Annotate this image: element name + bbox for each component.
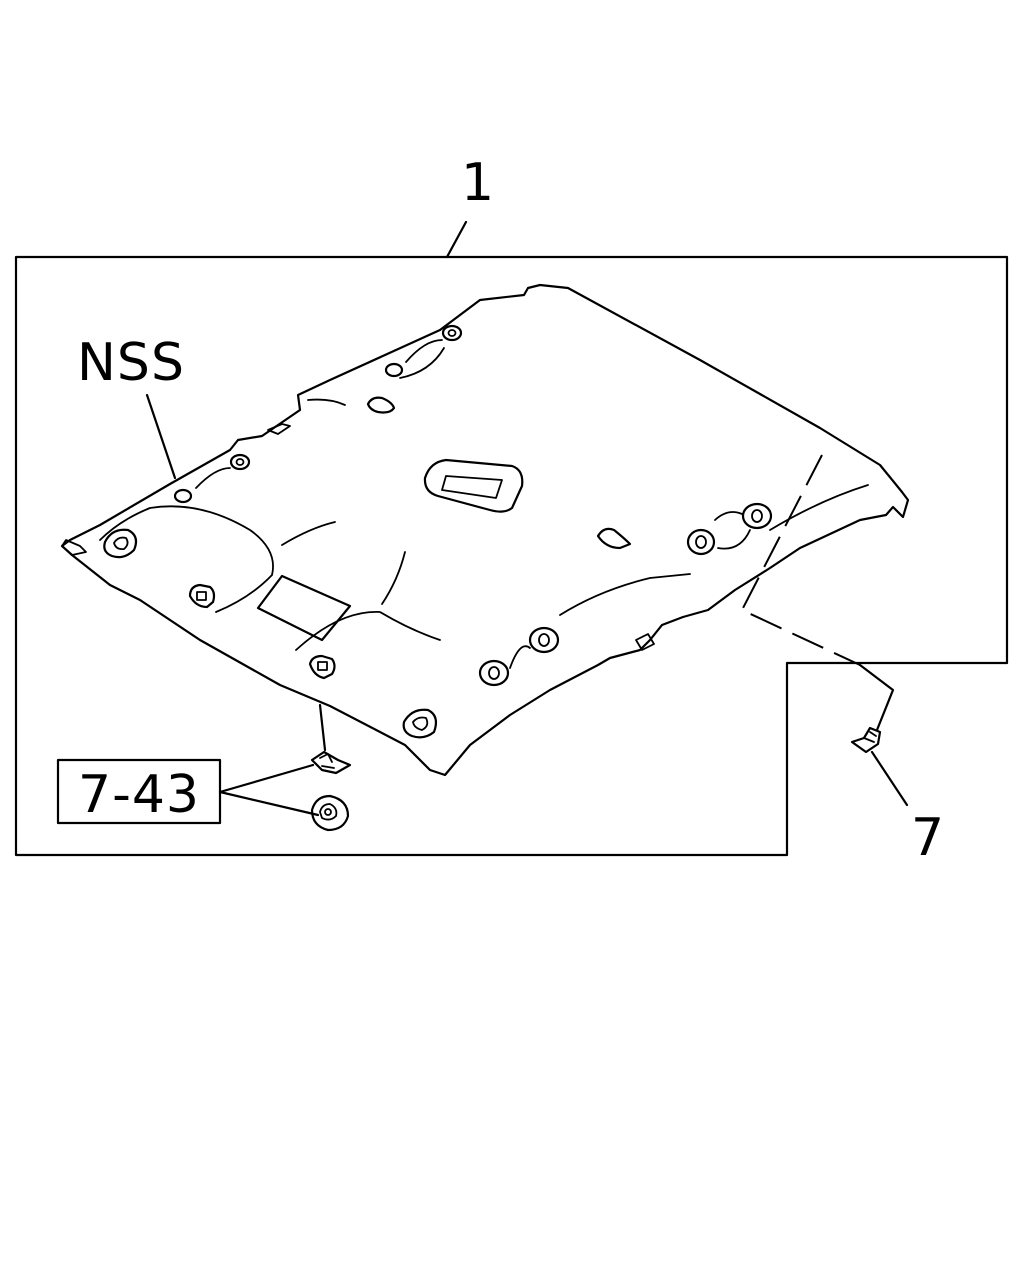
clip-part-icon — [850, 726, 882, 754]
visor-pad-rear — [402, 708, 438, 739]
edge-tab-front — [61, 539, 87, 556]
headliner-panel — [60, 283, 910, 777]
reference-leader-lower — [218, 790, 320, 817]
console-opening — [256, 574, 352, 642]
hanger-hook-left — [366, 396, 396, 414]
clip-a-leader — [318, 703, 327, 752]
assist-grip-left-pair — [173, 324, 463, 504]
hanger-hook-right — [596, 527, 632, 550]
dome-light-opening — [423, 458, 524, 513]
part-number-label: 7 — [911, 808, 945, 868]
rear-seam — [295, 611, 441, 651]
reference-code-label: 7-43 — [78, 765, 200, 825]
clip-pad-rear-left — [308, 654, 336, 680]
assist-grip-rear-pair — [478, 626, 560, 687]
part-leader-dashed — [740, 454, 861, 666]
assembly-frame — [14, 255, 1009, 857]
part-number-leader — [870, 750, 909, 807]
edge-tab-top — [267, 423, 291, 435]
clip-pad-left — [188, 583, 216, 609]
assist-grip-right-pair — [686, 502, 773, 556]
side-seam-top — [307, 398, 346, 406]
headliner-outline — [60, 283, 910, 777]
clip-b-icon — [310, 794, 350, 832]
center-seam-right — [381, 551, 406, 605]
edge-tab-rear — [635, 633, 655, 651]
variant-leader-line — [145, 393, 177, 480]
dome-light-opening-inner — [441, 475, 503, 499]
variant-code-label: NSS — [77, 333, 185, 393]
clip-a-icon — [310, 750, 352, 775]
assembly-leader-line — [445, 220, 468, 259]
side-seam-right — [559, 573, 691, 616]
edge-seam-right — [769, 484, 869, 531]
center-seam-left — [281, 521, 336, 546]
part-leader-solid — [858, 663, 895, 732]
visor-pad-front-left — [103, 528, 138, 559]
assembly-number-label: 1 — [461, 153, 495, 213]
front-seam — [99, 505, 274, 613]
reference-leader-upper — [218, 763, 315, 794]
